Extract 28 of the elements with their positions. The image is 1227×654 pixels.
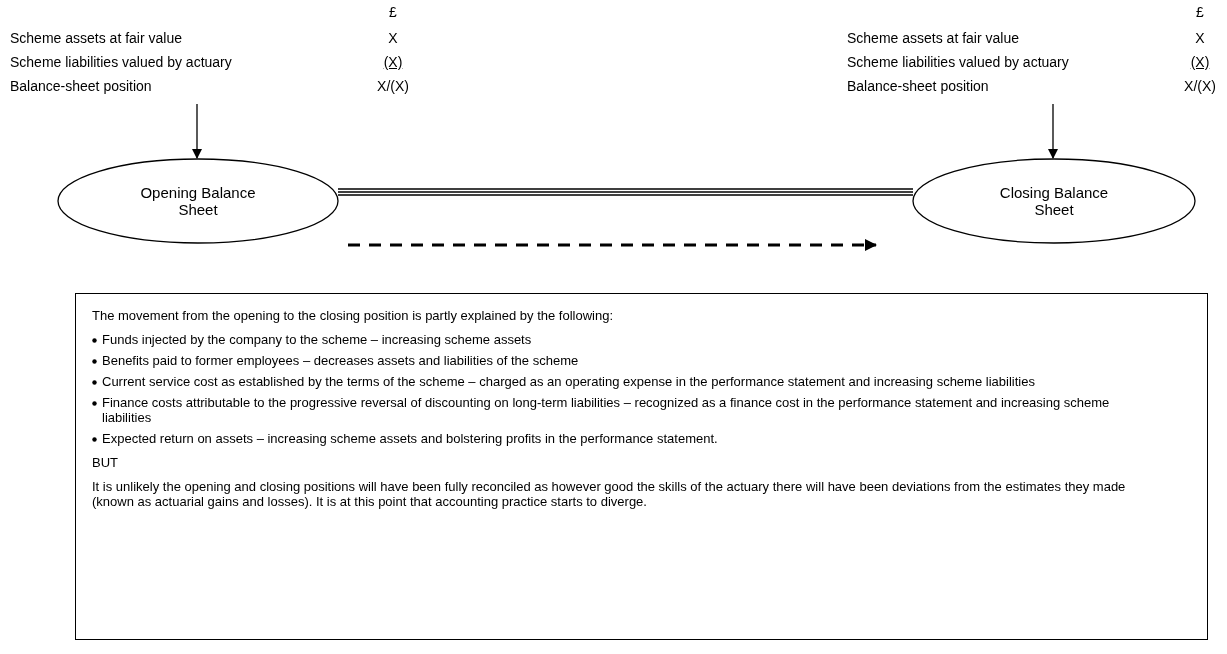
row-label: Scheme liabilities valued by actuary <box>10 54 232 70</box>
row-label: Scheme assets at fair value <box>847 30 1019 46</box>
bullet-text: Expected return on assets – increasing scheme assets and bolstering profits in the performance statement. <box>102 431 718 446</box>
row-label: Scheme liabilities valued by actuary <box>847 54 1069 70</box>
currency-header: £ <box>388 4 398 20</box>
row-label: Balance-sheet position <box>847 78 989 94</box>
triple-line-connector <box>337 188 914 196</box>
row-label: Balance-sheet position <box>10 78 152 94</box>
bullet-text: Funds injected by the company to the scheme – increasing scheme assets <box>102 332 532 347</box>
ellipse-label: Closing Balance Sheet <box>998 184 1110 218</box>
paragraph: It is unlikely the opening and closing positions will have been fully reconciled as however good the skills of the actuary there will have been deviations from the estimates they made (known as actuarial gains and losses). It is at this point that accounting practice starts to diverge. <box>92 479 1127 509</box>
amount-value: X <box>1194 30 1206 46</box>
amount-value: X/(X) <box>376 78 410 94</box>
paragraph: BUT <box>92 455 119 470</box>
row-label: Scheme assets at fair value <box>10 30 182 46</box>
currency-header: £ <box>1195 4 1205 20</box>
bullet-text: Finance costs attributable to the progressive reversal of discounting on long-term liabilities – recognized as a finance cost in the performance statement and increasing scheme liabilities <box>102 395 1110 425</box>
amount-value: X/(X) <box>1183 78 1217 94</box>
paragraph: The movement from the opening to the closing position is partly explained by the following: <box>92 308 614 323</box>
bullet-text: Current service cost as established by the terms of the scheme – charged as an operating expense in the performance statement and increasing scheme liabilities <box>102 374 1035 389</box>
text-panel <box>75 293 1208 640</box>
amount-value: (X) <box>1189 54 1211 70</box>
ellipse-label: Opening Balance Sheet <box>139 184 257 218</box>
arrow <box>1048 103 1058 159</box>
amount-value: (X) <box>382 54 404 70</box>
arrow <box>192 103 202 159</box>
amount-value: X <box>387 30 399 46</box>
bullet-text: Benefits paid to former employees – decreases assets and liabilities of the scheme <box>102 353 579 368</box>
